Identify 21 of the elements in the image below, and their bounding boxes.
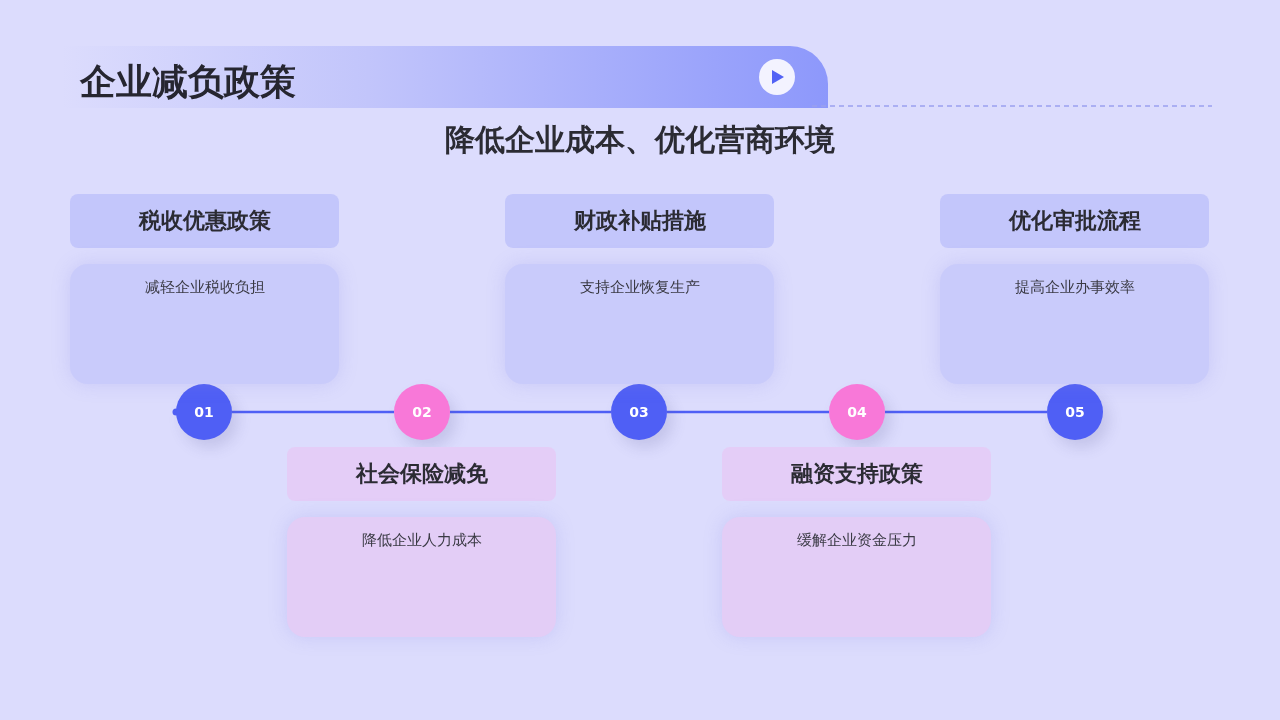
- page-title: 企业减负政策: [80, 60, 296, 104]
- step-circle: 01: [176, 384, 232, 440]
- heading-card: 社会保险减免: [287, 447, 556, 501]
- description-card: 缓解企业资金压力: [722, 517, 991, 637]
- description-card: 减轻企业税收负担: [70, 264, 339, 384]
- step-circle: 05: [1047, 384, 1103, 440]
- description-card: 提高企业办事效率: [940, 264, 1209, 384]
- timeline-connector: [450, 410, 611, 414]
- step-circle: 04: [829, 384, 885, 440]
- subtitle: 降低企业成本、优化营商环境: [444, 121, 836, 159]
- timeline-connector: [885, 410, 1047, 414]
- description-card: 降低企业人力成本: [287, 517, 556, 637]
- step-circle: 02: [394, 384, 450, 440]
- timeline-connector: [667, 410, 829, 414]
- heading-card: 财政补贴措施: [505, 194, 774, 248]
- timeline-connector: [232, 410, 394, 414]
- description-card: 支持企业恢复生产: [505, 264, 774, 384]
- heading-card: 融资支持政策: [722, 447, 991, 501]
- heading-card: 税收优惠政策: [70, 194, 339, 248]
- step-circle: 03: [611, 384, 667, 440]
- heading-card: 优化审批流程: [940, 194, 1209, 248]
